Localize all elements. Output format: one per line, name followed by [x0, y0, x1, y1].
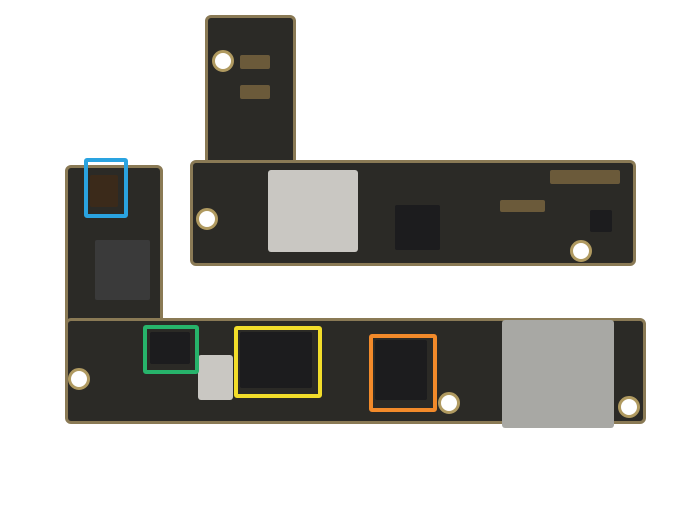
mounting-hole	[212, 50, 234, 72]
chip	[590, 210, 612, 232]
connector	[240, 85, 270, 99]
mounting-hole	[618, 396, 640, 418]
highlight-box-green	[143, 325, 199, 374]
transceiver-chip	[375, 340, 427, 400]
chip	[150, 332, 190, 364]
modem-chip	[240, 332, 312, 388]
connector	[550, 170, 620, 184]
connector	[240, 55, 270, 69]
sim-tray	[502, 320, 614, 428]
nand-shield	[268, 170, 358, 252]
shield	[198, 355, 233, 400]
mounting-hole	[438, 392, 460, 414]
mounting-hole	[68, 368, 90, 390]
mounting-hole	[196, 208, 218, 230]
highlight-box-yellow	[234, 326, 322, 398]
soc-chip	[395, 205, 440, 250]
mounting-hole	[570, 240, 592, 262]
chip	[95, 240, 150, 300]
connector	[500, 200, 545, 212]
chip	[90, 175, 118, 207]
highlight-box-blue	[84, 158, 128, 218]
highlight-box-orange	[369, 334, 437, 412]
